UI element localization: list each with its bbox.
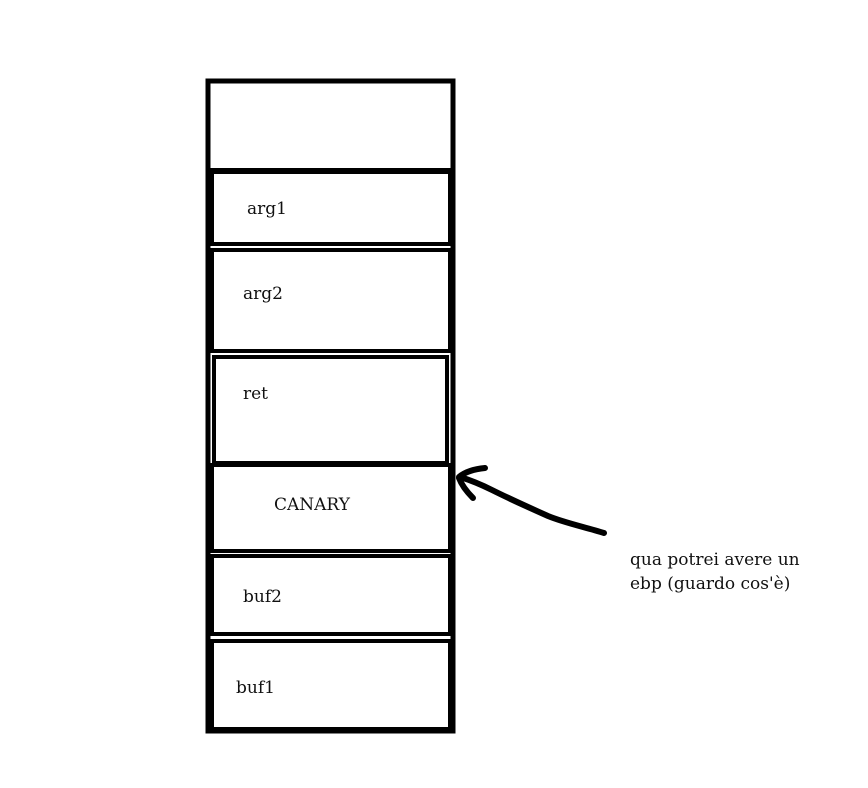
cell-label-ret: ret — [243, 384, 269, 404]
cell-canary-box — [210, 463, 452, 553]
cell-label-arg1: arg1 — [247, 199, 287, 219]
cell-arg1-box — [210, 170, 452, 246]
cell-arg2-box — [210, 248, 452, 353]
annotation-note: qua potrei avere un ebp (guardo cos'è) — [630, 548, 800, 596]
annotation-line-2: ebp (guardo cos'è) — [630, 574, 791, 594]
cell-label-canary: CANARY — [274, 495, 350, 515]
cell-buf2-box — [210, 554, 452, 636]
cell-ret-box — [212, 355, 449, 465]
cell-label-buf1: buf1 — [236, 678, 275, 698]
hand-drawn-arrow-icon — [456, 465, 607, 536]
cell-label-arg2: arg2 — [243, 284, 283, 304]
annotation-line-1: qua potrei avere un — [630, 550, 800, 570]
cell-buf1-box — [210, 639, 452, 731]
cell-label-buf2: buf2 — [243, 587, 282, 607]
